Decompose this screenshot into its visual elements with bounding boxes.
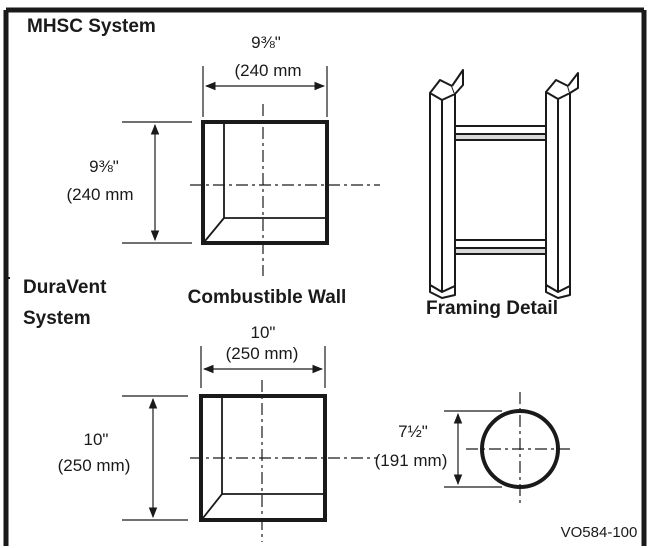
mhsc-box bbox=[201, 120, 329, 245]
duravent-system-title-line1: DuraVent bbox=[23, 277, 107, 298]
mhsc-system-title: MHSC System bbox=[27, 16, 156, 37]
mhsc-width-dimension bbox=[202, 66, 328, 117]
frame-border bbox=[3, 7, 647, 546]
duravent-width-in-label: 10" bbox=[251, 323, 276, 342]
duravent-width-dimension bbox=[200, 346, 326, 388]
framing-detail-label: Framing Detail bbox=[426, 298, 558, 319]
duravent-height-in-label: 10" bbox=[84, 430, 109, 449]
mhsc-centerlines bbox=[190, 104, 380, 276]
duravent-centerlines bbox=[190, 380, 378, 542]
mhsc-width-in-label: 9⅜" bbox=[251, 33, 281, 52]
framing-detail-illustration bbox=[429, 69, 579, 299]
round-pipe-diameter-dimension bbox=[444, 410, 502, 488]
duravent-system-title-line2: System bbox=[23, 308, 91, 329]
pipe-diameter-in-label: 7½" bbox=[398, 422, 428, 441]
duravent-height-mm-label: (250 mm) bbox=[58, 456, 131, 475]
combustible-wall-label: Combustible Wall bbox=[188, 287, 347, 308]
mhsc-height-in-label: 9⅜" bbox=[89, 157, 119, 176]
mhsc-height-dimension bbox=[122, 121, 192, 244]
pipe-diameter-mm-label: (191 mm) bbox=[375, 451, 448, 470]
mhsc-height-mm-label: (240 mm bbox=[66, 185, 133, 204]
round-pipe-centerlines bbox=[466, 392, 574, 506]
figure-id-label: VO584-100 bbox=[561, 524, 638, 541]
duravent-height-dimension bbox=[122, 395, 188, 521]
duravent-width-mm-label: (250 mm) bbox=[226, 344, 299, 363]
mhsc-width-mm-label: (240 mm bbox=[234, 61, 301, 80]
